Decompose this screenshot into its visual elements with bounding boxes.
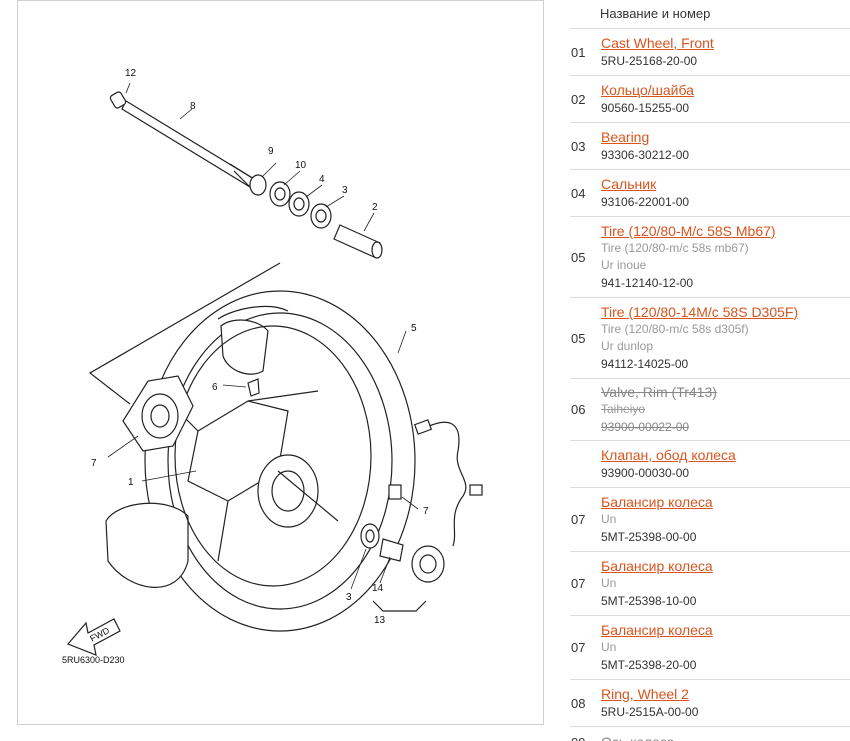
callout-2: 2	[372, 202, 378, 213]
part-name-discontinued: Ось колеса	[601, 733, 850, 741]
part-code: 93306-30212-00	[601, 147, 690, 162]
part-name-link[interactable]: Ring, Wheel 2	[601, 685, 689, 702]
part-row: 02 Кольцо/шайба 90560-15255-00	[570, 76, 850, 123]
part-row: 08 Ring, Wheel 2 5RU-2515A-00-00	[570, 680, 850, 727]
part-code: 94112-14025-00	[601, 356, 689, 371]
part-number: 03	[571, 138, 586, 154]
fwd-arrow-icon: FWD	[66, 618, 121, 656]
part-manufacturer: Un	[601, 639, 617, 654]
part-number: 02	[571, 91, 586, 107]
part-row: 03 Bearing 93306-30212-00	[570, 123, 850, 170]
callout-13: 13	[374, 615, 386, 626]
part-name-link[interactable]: Балансир колеса	[601, 621, 713, 638]
callout-3-lower: 3	[346, 592, 352, 603]
part-code: 941-12140-12-00	[601, 275, 694, 290]
callout-1: 1	[128, 477, 134, 488]
part-name-link[interactable]: Кольцо/шайба	[601, 81, 694, 98]
callout-6: 6	[212, 382, 218, 393]
part-name-link[interactable]: Сальник	[601, 175, 657, 192]
parts-diagram: FWD 12 8 9 10 4 3 2 5 6 7 7 1 3 14 13 5R…	[17, 0, 544, 725]
part-manufacturer: Un	[601, 511, 617, 526]
part-number: 05	[571, 330, 586, 346]
parts-list: Название и номер 01 Cast Wheel, Front 5R…	[570, 0, 850, 741]
part-row: 01 Cast Wheel, Front 5RU-25168-20-00	[570, 29, 850, 76]
part-code: 90560-15255-00	[601, 100, 690, 115]
part-name-link[interactable]: Tire (120/80-14M/c 58S D305F)	[601, 303, 799, 320]
callout-14: 14	[372, 583, 384, 594]
part-manufacturer: Ur dunlop	[601, 338, 654, 353]
callout-11: 10	[295, 160, 307, 171]
part-code: 5RU-2515A-00-00	[601, 704, 699, 719]
part-code: 93106-22001-00	[601, 194, 690, 209]
part-name-link[interactable]: Балансир колеса	[601, 557, 713, 574]
part-code: 5MT-25398-10-00	[601, 593, 697, 608]
part-code: 5RU-25168-20-00	[601, 53, 698, 68]
part-code: 5MT-25398-00-00	[601, 529, 697, 544]
part-row: 07 Балансир колеса Un 5MT-25398-00-00	[570, 488, 850, 552]
part-description: Tire (120/80-m/c 58s d305f)	[601, 321, 749, 336]
part-number: 07	[571, 640, 586, 655]
part-code: 93900-00022-00	[601, 419, 690, 434]
parts-list-header: Название и номер	[570, 0, 850, 29]
part-row-discontinued: 06 Valve, Rim (Tr413) Taiheiyo 93900-000…	[570, 379, 850, 441]
part-number: 07	[571, 512, 586, 527]
part-number: 08	[571, 695, 586, 711]
callout-3-upper: 3	[342, 185, 348, 196]
callout-10: 9	[268, 146, 274, 157]
part-name-link[interactable]: Клапан, обод колеса	[601, 446, 736, 463]
part-row: 05 Tire (120/80-M/c 58S Mb67) Tire (120/…	[570, 217, 850, 298]
part-row: 07 Балансир колеса Un 5MT-25398-20-00	[570, 616, 850, 680]
part-manufacturer: Taiheiyo	[601, 401, 646, 416]
part-number: 05	[571, 249, 586, 265]
callout-5: 5	[411, 323, 417, 334]
part-code: 93900-00030-00	[601, 465, 690, 480]
exploded-wheel-diagram: FWD 12 8 9 10 4 3 2 5 6 7 7 1 3 14 13 5R…	[62, 68, 483, 665]
callout-12: 12	[125, 68, 137, 79]
part-number: 01	[571, 44, 586, 60]
part-row: 05 Tire (120/80-14M/c 58S D305F) Tire (1…	[570, 298, 850, 379]
part-manufacturer: Ur inoue	[601, 257, 647, 272]
callout-4: 4	[319, 174, 325, 185]
callout-8: 7	[91, 458, 97, 469]
diagram-code-label: 5RU6300-D230	[62, 655, 125, 665]
part-row-discontinued: 09 Ось колеса	[570, 727, 850, 741]
part-name-link[interactable]: Tire (120/80-M/c 58S Mb67)	[601, 222, 776, 239]
part-code: 5MT-25398-20-00	[601, 657, 697, 672]
part-number: 07	[571, 576, 586, 591]
part-name-link[interactable]: Bearing	[601, 128, 650, 145]
part-row: Клапан, обод колеса 93900-00030-00	[570, 441, 850, 488]
part-name-link[interactable]: Балансир колеса	[601, 493, 713, 510]
part-number: 06	[571, 402, 586, 417]
part-manufacturer: Un	[601, 575, 617, 590]
part-description: Tire (120/80-m/c 58s mb67)	[601, 240, 749, 255]
part-number: 04	[571, 185, 586, 201]
callout-9: 8	[190, 101, 196, 112]
part-row: 04 Сальник 93106-22001-00	[570, 170, 850, 217]
part-name-discontinued: Valve, Rim (Tr413)	[601, 383, 717, 400]
part-row: 07 Балансир колеса Un 5MT-25398-10-00	[570, 552, 850, 616]
part-name-link[interactable]: Cast Wheel, Front	[601, 34, 714, 51]
part-number: 09	[570, 735, 601, 741]
callout-7: 7	[423, 506, 429, 517]
